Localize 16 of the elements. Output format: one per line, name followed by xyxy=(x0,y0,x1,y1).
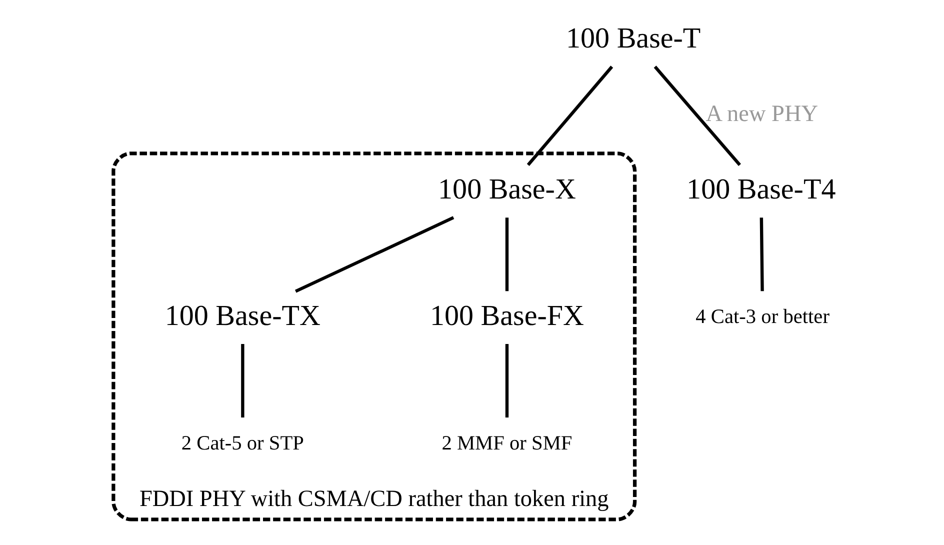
edge-label: A new PHY xyxy=(705,101,818,128)
node-text: 2 MMF or SMF xyxy=(441,432,572,454)
connector xyxy=(294,216,454,293)
node-text: 100 Base-T4 xyxy=(686,173,836,206)
connector xyxy=(759,218,764,292)
connector xyxy=(240,344,244,418)
node-text: 4 Cat-3 or better xyxy=(695,306,829,328)
connector xyxy=(653,66,740,166)
node-text: 100 Base-X xyxy=(438,173,576,206)
connector xyxy=(526,66,613,166)
node-text: 100 Base-T xyxy=(566,22,700,54)
node-text: 100 Base-TX xyxy=(164,300,320,332)
node-text: 2 Cat-5 or STP xyxy=(180,432,304,454)
connector xyxy=(504,344,508,418)
node-text: 100 Base-FX xyxy=(429,300,584,332)
connector xyxy=(504,218,508,292)
